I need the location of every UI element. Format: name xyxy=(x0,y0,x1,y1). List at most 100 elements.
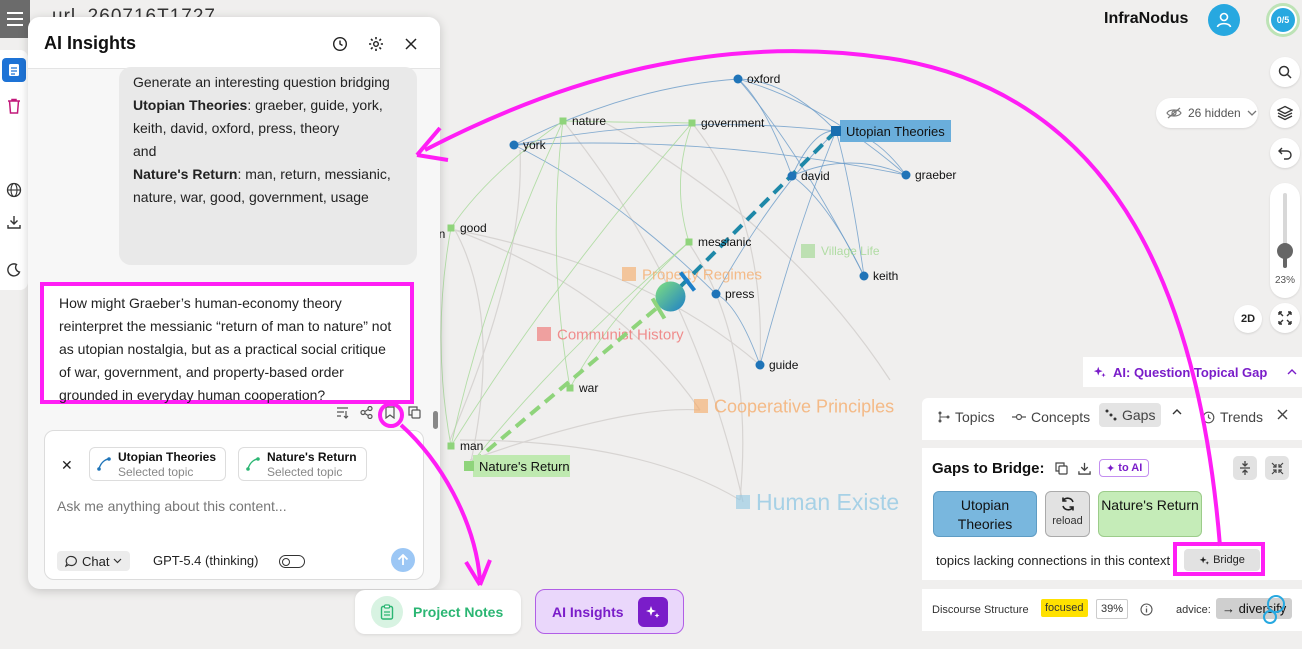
copy-icon[interactable] xyxy=(1055,462,1068,475)
layers-icon xyxy=(1277,105,1293,121)
bridge-button[interactable]: Bridge xyxy=(1184,549,1260,571)
graph-node[interactable] xyxy=(755,360,765,370)
chevron-up-icon xyxy=(1172,409,1182,415)
graph-edge xyxy=(450,120,564,229)
undo-button[interactable] xyxy=(1270,138,1300,168)
graph-search-button[interactable] xyxy=(1270,57,1300,87)
clipboard-icon xyxy=(380,604,394,620)
usage-count-badge[interactable]: 0/5 xyxy=(1266,3,1300,37)
chip-a-subtitle: Selected topic xyxy=(118,465,194,479)
undo-icon xyxy=(1278,147,1292,160)
node-label: nature xyxy=(572,114,606,128)
tab-topics-label: Topics xyxy=(955,409,995,425)
settings-button[interactable] xyxy=(365,33,387,55)
gap-topic-b[interactable]: Nature's Return xyxy=(1098,491,1202,537)
ai-insights-label: AI Insights xyxy=(552,603,624,620)
project-notes-button[interactable]: Project Notes xyxy=(355,590,521,634)
close-icon xyxy=(1277,409,1288,420)
tab-gaps[interactable]: Gaps xyxy=(1099,403,1162,427)
chip-b-title: Nature's Return xyxy=(267,450,357,464)
graph-node[interactable] xyxy=(447,224,455,232)
question-topical-gap-button[interactable]: AI: Question Topical Gap xyxy=(1083,357,1302,387)
usage-count: 0/5 xyxy=(1271,8,1295,32)
graph-node[interactable] xyxy=(685,238,693,246)
collapse-vertical-icon xyxy=(1240,461,1250,475)
reload-gap-button[interactable]: reload xyxy=(1045,491,1090,537)
node-label: york xyxy=(523,138,547,152)
ai-insights-button[interactable]: AI Insights xyxy=(535,589,684,634)
discourse-percent: 39% xyxy=(1096,599,1129,619)
message-actions xyxy=(334,404,422,424)
user-icon xyxy=(1216,12,1232,28)
save-note-button[interactable] xyxy=(382,404,398,420)
discourse-structure-bar: Discourse Structure focused 39% advice: … xyxy=(922,589,1302,631)
node-label: good xyxy=(460,221,487,235)
layers-button[interactable] xyxy=(1270,98,1300,128)
panel-scrollbar[interactable] xyxy=(433,411,438,429)
tab-concepts[interactable]: Concepts xyxy=(1012,409,1090,425)
globe-icon xyxy=(6,182,22,198)
sort-icon xyxy=(336,406,348,419)
chat-bubble-icon xyxy=(65,555,77,567)
send-gap-to-ai-button[interactable]: ✦ to AI xyxy=(1099,459,1150,477)
graph-node[interactable] xyxy=(559,117,567,125)
model-selector[interactable]: GPT-5.4 (thinking) xyxy=(153,553,259,568)
chat-input-box: ✕ Utopian Theories Selected topic Nature… xyxy=(44,430,424,580)
delete-button[interactable] xyxy=(2,94,26,118)
ai-panel-title: AI Insights xyxy=(44,33,137,53)
view-mode-2d-button[interactable]: 2D xyxy=(1234,305,1262,333)
discourse-state-badge[interactable]: focused xyxy=(1041,599,1088,617)
clear-topics-button[interactable]: ✕ xyxy=(61,457,73,473)
fit-graph-button[interactable] xyxy=(1270,303,1300,333)
graph-node[interactable] xyxy=(711,289,721,299)
hidden-nodes-dropdown[interactable]: 26 hidden xyxy=(1156,98,1258,128)
hidden-nodes-count: 26 hidden xyxy=(1188,106,1241,120)
compress-view-button[interactable] xyxy=(1233,456,1257,480)
advice-diversify-button[interactable]: → diversify xyxy=(1216,598,1293,619)
topic-node[interactable] xyxy=(464,461,474,471)
graph-node[interactable] xyxy=(733,74,743,84)
gap-topic-a[interactable]: Utopian Theories xyxy=(933,491,1037,537)
tabs-collapse-button[interactable] xyxy=(1172,409,1182,415)
graph-node[interactable] xyxy=(901,170,911,180)
chat-input[interactable] xyxy=(57,498,413,514)
extended-mode-toggle[interactable] xyxy=(279,555,305,568)
web-import-button[interactable] xyxy=(2,178,26,202)
graph-link-button[interactable] xyxy=(358,404,374,420)
sort-button[interactable] xyxy=(334,404,350,420)
chat-mode-dropdown[interactable]: Chat xyxy=(57,551,131,571)
selected-topic-chip-a[interactable]: Utopian Theories Selected topic xyxy=(89,447,226,481)
download-icon[interactable] xyxy=(1078,462,1091,475)
dark-mode-toggle[interactable] xyxy=(2,258,26,282)
cluster-marker xyxy=(801,244,815,258)
selected-topic-chip-b[interactable]: Nature's Return Selected topic xyxy=(238,447,367,481)
menu-button[interactable] xyxy=(0,0,30,38)
topic-node[interactable] xyxy=(831,126,841,136)
notes-panel-button[interactable] xyxy=(2,58,26,82)
focus-gap-button[interactable] xyxy=(1265,456,1289,480)
user-account-button[interactable] xyxy=(1208,4,1240,36)
close-analytics-button[interactable] xyxy=(1277,409,1288,420)
copy-button[interactable] xyxy=(406,404,422,420)
download-button[interactable] xyxy=(2,210,26,234)
tab-topics[interactable]: Topics xyxy=(938,409,995,425)
graph-node[interactable] xyxy=(859,271,869,281)
chat-mode-label: Chat xyxy=(82,553,110,569)
graph-node[interactable] xyxy=(688,119,696,127)
zoom-handle[interactable] xyxy=(1277,242,1293,259)
zoom-slider[interactable]: 23% xyxy=(1270,183,1300,298)
graph-node[interactable] xyxy=(787,171,797,181)
graph-node[interactable] xyxy=(566,384,574,392)
send-button[interactable] xyxy=(391,548,415,572)
graph-edge xyxy=(689,244,744,501)
graph-node[interactable] xyxy=(447,442,455,450)
trash-icon xyxy=(8,98,20,114)
graph-node[interactable] xyxy=(509,140,519,150)
gear-icon xyxy=(369,37,383,51)
info-icon[interactable] xyxy=(1140,603,1153,616)
cluster-label: Cooperative Principles xyxy=(714,396,894,416)
tab-trends[interactable]: Trends xyxy=(1202,409,1263,425)
history-button[interactable] xyxy=(329,33,351,55)
close-panel-button[interactable] xyxy=(400,33,422,55)
moon-icon xyxy=(7,263,21,277)
